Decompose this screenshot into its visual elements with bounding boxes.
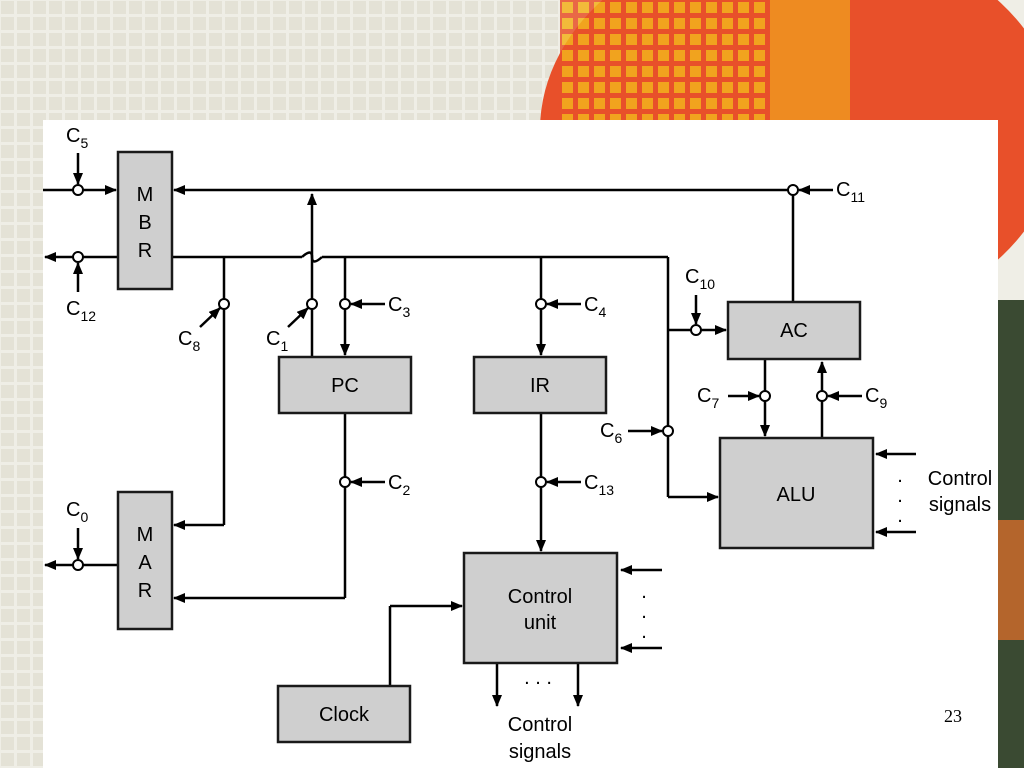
svg-text:.: . — [641, 581, 647, 603]
alu-label: ALU — [777, 484, 816, 506]
signal-dots: . . . . . . . . . — [524, 465, 903, 689]
page-number: 23 — [944, 706, 962, 726]
c6-label: C6 — [600, 420, 622, 446]
mar-register: M A R — [116, 490, 174, 631]
ir-label: IR — [530, 375, 550, 397]
ac-register: AC — [726, 300, 862, 361]
c8-label: C8 — [178, 328, 200, 354]
mbr-label-1: M — [137, 184, 154, 206]
mbr-label-3: R — [138, 240, 152, 262]
control-gates — [72, 184, 828, 571]
alu-signals-line-2: signals — [929, 494, 991, 516]
c11-label: C11 — [836, 179, 865, 205]
alu-unit: ALU — [718, 436, 875, 550]
c13-label: C13 — [584, 472, 614, 498]
mar-label-3: R — [138, 580, 152, 602]
cu-signals-line-1: Control — [508, 714, 572, 736]
control-point-labels: C5 C12 C0 C8 C1 C3 C4 C2 C13 C11 C10 C6 … — [66, 125, 887, 525]
c1-label: C1 — [266, 328, 288, 354]
svg-text:.: . — [641, 601, 647, 623]
c10-label: C10 — [685, 266, 715, 292]
cu-control-signals-label: Control signals — [508, 714, 572, 763]
cu-signals-line-2: signals — [509, 741, 571, 763]
c3-label: C3 — [388, 294, 410, 320]
clock-label: Clock — [319, 704, 370, 726]
cu-output-dots: . . . — [524, 667, 552, 689]
bus-wires — [43, 185, 916, 707]
control-unit-label-2: unit — [524, 612, 557, 634]
alu-control-signals-label: Control signals — [928, 468, 992, 516]
c2-label: C2 — [388, 472, 410, 498]
c12-label: C12 — [66, 298, 96, 324]
c5-label: C5 — [66, 125, 88, 151]
c9-label: C9 — [865, 385, 887, 411]
control-unit: Control unit — [462, 551, 619, 665]
c4-label: C4 — [584, 294, 606, 320]
mbr-register: M B R — [116, 150, 174, 291]
mbr-label-2: B — [138, 212, 151, 234]
svg-text:.: . — [897, 485, 903, 507]
pc-label: PC — [331, 375, 359, 397]
alu-signals-line-1: Control — [928, 468, 992, 490]
mar-label-2: A — [138, 552, 152, 574]
c7-label: C7 — [697, 385, 719, 411]
svg-text:.: . — [897, 465, 903, 487]
ac-label: AC — [780, 320, 808, 342]
svg-text:.: . — [641, 621, 647, 643]
control-point-arrows — [73, 153, 862, 560]
svg-text:.: . — [897, 505, 903, 527]
c0-label: C0 — [66, 499, 88, 525]
clock-unit: Clock — [276, 684, 412, 744]
ir-register: IR — [472, 355, 608, 415]
pc-register: PC — [277, 355, 413, 415]
control-unit-label-1: Control — [508, 586, 572, 608]
mar-label-1: M — [137, 524, 154, 546]
